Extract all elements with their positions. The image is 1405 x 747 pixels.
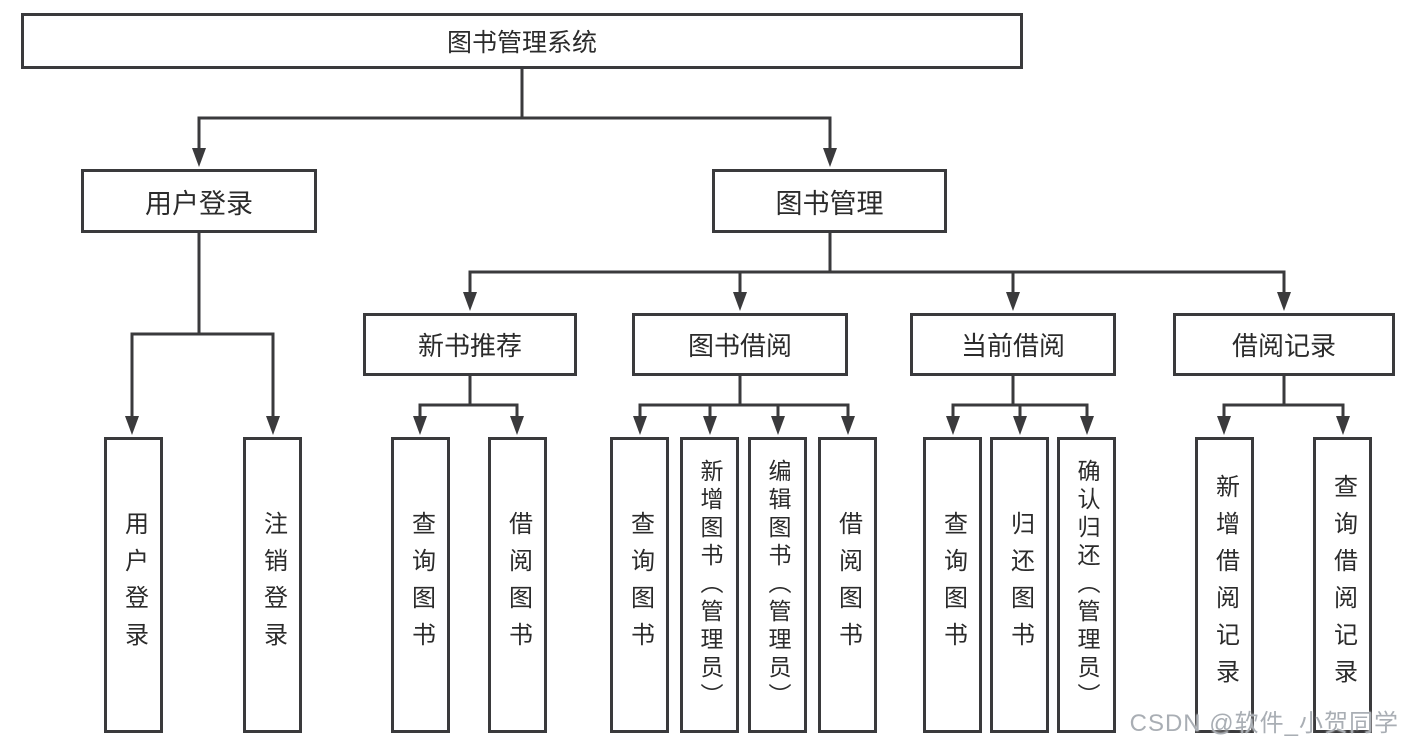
node-current-borrowing-label: 当前借阅 <box>960 331 1065 361</box>
leaf-node-add-books-admin: 新增图书（管理员） <box>680 437 739 733</box>
leaf-label: 注销登录 <box>259 511 287 659</box>
leaf-label: 确认归还（管理员） <box>1074 459 1100 711</box>
node-new-book-recommendation-label: 新书推荐 <box>417 331 522 361</box>
leaf-label: 查询图书 <box>939 511 967 659</box>
node-library-management-system: 图书管理系统 <box>21 13 1023 69</box>
node-new-book-recommendation: 新书推荐 <box>363 313 577 376</box>
leaf-label: 借阅图书 <box>504 511 532 659</box>
leaf-label: 查询图书 <box>626 511 654 659</box>
node-book-borrowing-label: 图书借阅 <box>687 331 792 361</box>
node-borrowing-records-label: 借阅记录 <box>1231 331 1336 361</box>
node-book-borrowing: 图书借阅 <box>632 313 848 376</box>
node-library-management-system-label: 图书管理系统 <box>446 29 597 57</box>
leaf-node-search-books-3: 查询图书 <box>923 437 982 733</box>
leaf-node-edit-books-admin: 编辑图书（管理员） <box>748 437 807 733</box>
leaf-node-borrow-books-2: 借阅图书 <box>818 437 877 733</box>
leaf-node-user-login: 用户登录 <box>104 437 163 733</box>
leaf-label: 编辑图书（管理员） <box>765 459 791 711</box>
leaf-label: 新增图书（管理员） <box>697 459 723 711</box>
leaf-node-add-borrow-record: 新增借阅记录 <box>1195 437 1254 733</box>
leaf-label: 查询借阅记录 <box>1329 474 1357 696</box>
node-book-management-label: 图书管理 <box>775 188 884 219</box>
node-borrowing-records: 借阅记录 <box>1173 313 1395 376</box>
watermark: CSDN @软件_小贺同学 <box>1129 710 1399 737</box>
leaf-label: 新增借阅记录 <box>1211 474 1239 696</box>
leaf-node-search-books-2: 查询图书 <box>610 437 669 733</box>
leaf-label: 归还图书 <box>1006 511 1034 659</box>
leaf-node-logout: 注销登录 <box>243 437 302 733</box>
leaf-label: 查询图书 <box>407 511 435 659</box>
node-user-login-label: 用户登录 <box>145 188 253 219</box>
leaf-node-return-books: 归还图书 <box>990 437 1049 733</box>
leaf-label: 借阅图书 <box>834 511 862 659</box>
leaf-node-confirm-return-admin: 确认归还（管理员） <box>1057 437 1116 733</box>
leaf-node-search-borrow-record: 查询借阅记录 <box>1313 437 1372 733</box>
leaf-node-borrow-books-1: 借阅图书 <box>488 437 547 733</box>
node-book-management: 图书管理 <box>712 169 947 233</box>
leaf-label: 用户登录 <box>120 511 148 659</box>
leaf-node-search-books-1: 查询图书 <box>391 437 450 733</box>
node-user-login: 用户登录 <box>81 169 317 233</box>
node-current-borrowing: 当前借阅 <box>910 313 1116 376</box>
